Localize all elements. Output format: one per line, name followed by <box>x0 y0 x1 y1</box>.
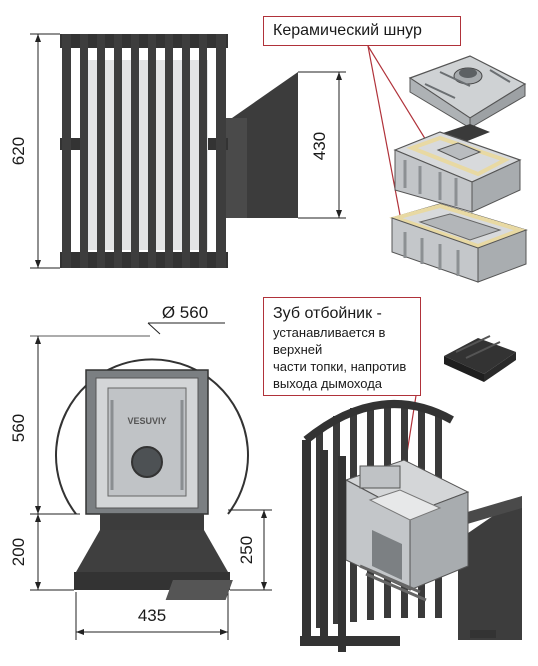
dim-430-label: 430 <box>310 132 329 160</box>
tooth-title: Зуб отбойник - <box>273 305 382 322</box>
cutaway-bottom-ring <box>300 636 400 646</box>
ceramic-cord-upper <box>406 135 511 177</box>
tooth-line-3: выхода дымохода <box>273 376 383 391</box>
dim-435-label: 435 <box>138 606 166 625</box>
door-window <box>131 446 163 478</box>
ceramic-bottom <box>389 203 528 283</box>
dim-620-label: 620 <box>9 137 28 165</box>
dim-diameter-label: Ø 560 <box>162 303 208 322</box>
side-view: 620 430 <box>9 33 346 269</box>
tooth-deflector-callout: Зуб отбойник - устанавливается в верхней… <box>263 297 421 396</box>
ceramic-cord-label: Керамический шнур <box>273 22 422 39</box>
ceramic-cord-callout: Керамический шнур <box>263 16 461 46</box>
cutaway-front-bars <box>302 440 346 652</box>
dim-560-label: 560 <box>9 414 28 442</box>
dim-250-label: 250 <box>237 536 256 564</box>
front-view: VESUVIY Ø 560 560 200 250 <box>9 303 272 640</box>
cutaway-firebox-right <box>409 491 469 591</box>
dim-200-label: 200 <box>9 538 28 566</box>
exploded-view <box>367 45 528 283</box>
cord-leader-top <box>367 45 433 151</box>
side-view-hood-top <box>225 118 247 218</box>
tooth-line-2: части топки, напротив <box>273 359 407 374</box>
tooth-line-1: устанавливается в верхней <box>273 325 386 357</box>
ceramic-lid <box>408 55 527 129</box>
cutaway-hood <box>458 496 522 640</box>
tooth-part <box>444 335 516 382</box>
cutaway-top-ring <box>303 400 454 444</box>
door-logo-text: VESUVIY <box>127 416 166 426</box>
front-view-base-top <box>100 514 204 534</box>
front-view-circle <box>55 358 249 515</box>
front-view-base <box>76 530 228 572</box>
ceramic-middle <box>393 131 522 213</box>
side-view-hood <box>232 72 298 218</box>
ceramic-cord-lower <box>389 203 527 249</box>
side-view-bars <box>62 34 226 268</box>
